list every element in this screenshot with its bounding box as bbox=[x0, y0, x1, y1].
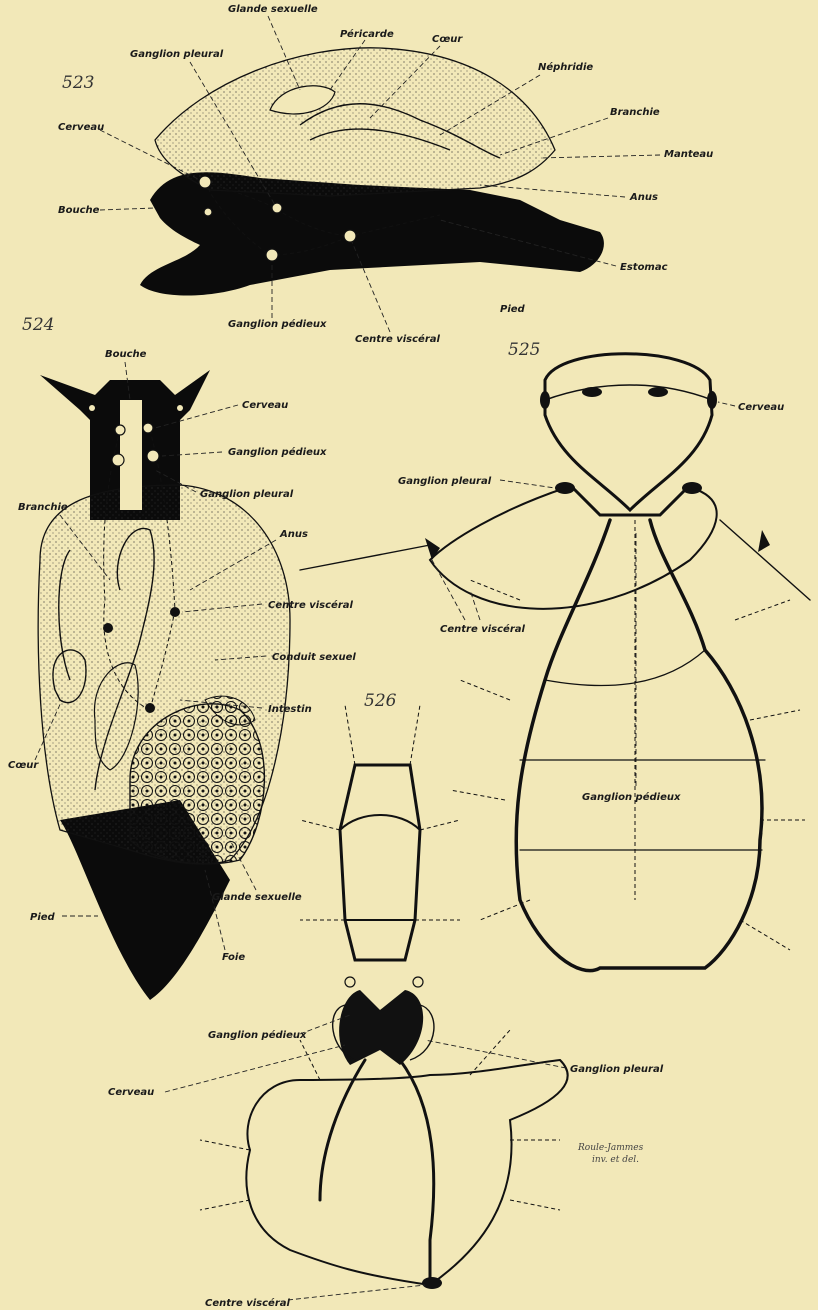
label-cerveau-524: Cerveau bbox=[242, 400, 288, 411]
leader-line bbox=[480, 185, 625, 197]
ganglion-side-left-525 bbox=[540, 391, 550, 409]
figure-525: 525 Cerveau Ganglion pleural Centre visc… bbox=[300, 340, 810, 971]
label-conduit-sexuel-524: Conduit sexuel bbox=[272, 652, 356, 663]
label-centre-visceral-523: Centre viscéral bbox=[355, 333, 441, 345]
label-ganglion-pleural-524: Ganglion pleural bbox=[200, 489, 294, 500]
figure-number-525: 525 bbox=[508, 340, 540, 360]
eye-right-524 bbox=[177, 405, 183, 411]
label-ganglion-pedieux-523: Ganglion pédieux bbox=[228, 318, 327, 330]
ganglion-cerveau-left-525 bbox=[582, 387, 602, 397]
ganglion-visceral-524c bbox=[145, 703, 155, 713]
label-ganglion-pleural-525: Ganglion pleural bbox=[398, 476, 492, 487]
leader-line bbox=[165, 1045, 345, 1092]
cerebral-commissure-525 bbox=[545, 385, 712, 400]
label-bouche-523: Bouche bbox=[58, 205, 100, 216]
label-nephridie-523: Néphridie bbox=[538, 61, 593, 73]
label-cerveau-523: Cerveau bbox=[58, 122, 104, 133]
label-coeur-524: Cœur bbox=[8, 760, 39, 771]
leader-line bbox=[718, 402, 735, 406]
label-cerveau-526: Cerveau bbox=[108, 1087, 154, 1098]
label-anus-523: Anus bbox=[629, 192, 658, 203]
ganglion-pedieux-right-524 bbox=[147, 450, 159, 462]
visceral-sac-526 bbox=[246, 1060, 567, 1285]
label-glande-sexuelle-524: Glande sexuelle bbox=[212, 892, 302, 903]
figure-524: 524 Bouche Cerveau Ganglion pédieux bbox=[8, 315, 356, 1000]
visceral-nerves-525 bbox=[300, 520, 810, 600]
label-intestin-524: Intestin bbox=[268, 704, 312, 715]
ganglion-visceral-524b bbox=[170, 607, 180, 617]
label-ganglion-pedieux-525: Ganglion pédieux bbox=[582, 791, 681, 803]
leader-line bbox=[100, 208, 155, 210]
label-ganglion-pedieux-524: Ganglion pédieux bbox=[228, 446, 327, 458]
leader-line bbox=[500, 480, 555, 488]
anterior-commissures-526 bbox=[340, 815, 420, 920]
label-manteau-523: Manteau bbox=[664, 149, 713, 160]
ganglion-side-right-525 bbox=[707, 391, 717, 409]
label-glande-sexuelle-523: Glande sexuelle bbox=[228, 4, 318, 15]
anterior-segment-526 bbox=[340, 765, 420, 960]
statocyst-left-526 bbox=[345, 977, 355, 987]
label-pied-523: Pied bbox=[500, 304, 526, 315]
ganglion-pedieux-523 bbox=[266, 249, 278, 261]
eye-left-524 bbox=[89, 405, 95, 411]
signature-line2: inv. et del. bbox=[592, 1155, 639, 1165]
label-ganglion-pedieux-526: Ganglion pédieux bbox=[208, 1029, 307, 1041]
label-cerveau-525: Cerveau bbox=[738, 402, 784, 413]
ganglion-pleural-523 bbox=[272, 203, 282, 213]
shell-523 bbox=[155, 48, 555, 196]
ganglion-visceral-left-525 bbox=[425, 538, 440, 560]
label-centre-visceral-525: Centre viscéral bbox=[440, 623, 526, 635]
leader-line bbox=[540, 155, 660, 158]
leader-line bbox=[425, 1040, 566, 1068]
ganglion-visceral-523 bbox=[344, 230, 356, 242]
mouth-groove-524 bbox=[120, 400, 142, 510]
ganglion-visceral-526 bbox=[422, 1277, 442, 1289]
figure-number-524: 524 bbox=[22, 315, 54, 335]
ganglion-cerveau-right-525 bbox=[648, 387, 668, 397]
signature-line1: Roule-Jammes bbox=[577, 1143, 644, 1153]
figure-number-523: 523 bbox=[62, 73, 94, 93]
label-branchie-523: Branchie bbox=[610, 107, 660, 118]
ganglion-cerveau-right-524 bbox=[143, 423, 153, 433]
anterior-nerves-526 bbox=[300, 705, 460, 920]
label-pericarde-523: Péricarde bbox=[340, 28, 394, 40]
label-foie-524: Foie bbox=[222, 952, 245, 963]
label-coeur-523: Cœur bbox=[432, 34, 463, 45]
visceral-loop-525 bbox=[430, 488, 717, 609]
label-ganglion-pleural-523: Ganglion pleural bbox=[130, 49, 224, 60]
figure-523: 523 Glande sexuelle Péricarde Cœur Gangl… bbox=[58, 4, 713, 345]
ganglion-pedieux-left-524 bbox=[112, 454, 124, 466]
central-ganglia-526 bbox=[339, 990, 423, 1065]
label-anus-524: Anus bbox=[279, 529, 308, 540]
figure-number-526: 526 bbox=[364, 691, 397, 711]
ganglion-visceral-524a bbox=[103, 623, 113, 633]
statocyst-right-526 bbox=[413, 977, 423, 987]
leader-line bbox=[288, 1285, 425, 1300]
ganglion-cerveau-left-524 bbox=[115, 425, 125, 435]
label-estomac-523: Estomac bbox=[620, 262, 668, 273]
label-branchie-524: Branchie bbox=[18, 502, 68, 513]
label-centre-visceral-526: Centre viscéral bbox=[205, 1297, 291, 1309]
ganglion-visceral-right-525 bbox=[758, 530, 770, 552]
label-centre-visceral-524: Centre viscéral bbox=[268, 599, 354, 611]
ganglion-buccal-523 bbox=[204, 208, 212, 216]
label-bouche-524: Bouche bbox=[105, 349, 147, 360]
visceral-cords-526 bbox=[320, 1060, 434, 1285]
ganglion-cerveau-523 bbox=[199, 176, 211, 188]
label-ganglion-pleural-526: Ganglion pleural bbox=[570, 1064, 664, 1075]
leader-line bbox=[432, 560, 480, 620]
label-pied-524: Pied bbox=[30, 912, 56, 923]
